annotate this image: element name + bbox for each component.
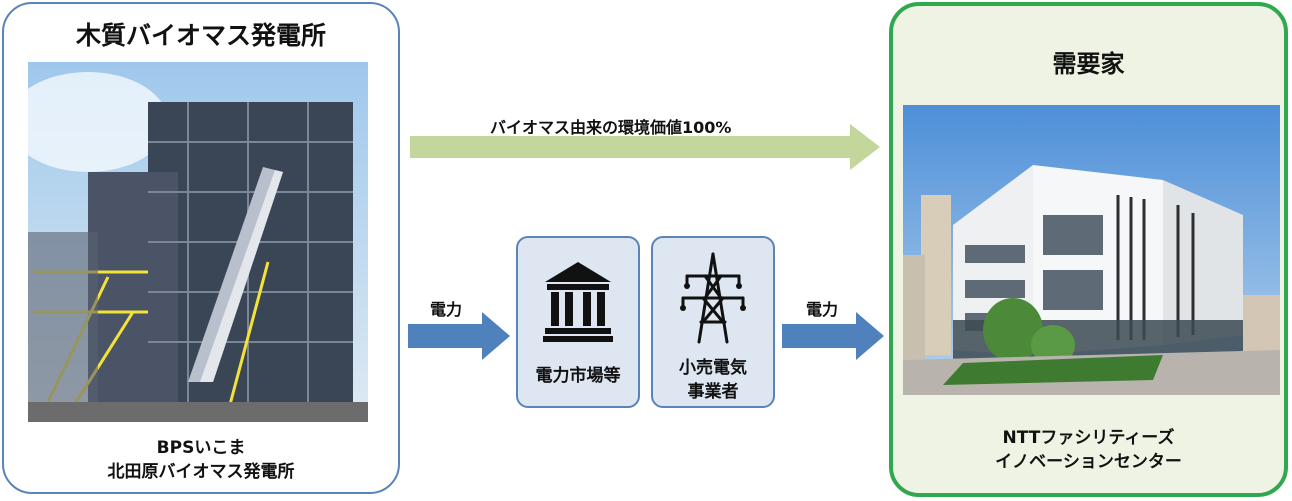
consumer-caption-line2: イノベーションセンター (995, 452, 1182, 472)
source-caption: BPSいこま 北田原バイオマス発電所 (4, 436, 398, 484)
retailer-label-line1: 小売電気 (679, 358, 747, 378)
power-tower-icon (653, 252, 773, 348)
power-label-in: 電力 (430, 300, 463, 319)
consumer-caption-line1: NTTファシリティーズ (1002, 428, 1175, 448)
power-arrow-out (782, 312, 884, 360)
power-label-out: 電力 (806, 300, 839, 319)
source-panel: 木質バイオマス発電所 (2, 2, 400, 494)
consumer-caption: NTTファシリティーズ イノベーションセンター (893, 426, 1284, 474)
market-label: 電力市場等 (535, 366, 621, 386)
source-title: 木質バイオマス発電所 (75, 21, 326, 50)
power-plant-photo (28, 62, 368, 422)
source-caption-line1: BPSいこま (156, 438, 246, 458)
consumer-panel: 需要家 (889, 2, 1288, 497)
consumer-title: 需要家 (1052, 50, 1125, 78)
source-caption-line2: 北田原バイオマス発電所 (107, 462, 295, 482)
retailer-box: 小売電気 事業者 (651, 236, 775, 408)
bank-building-icon (518, 260, 638, 346)
market-box: 電力市場等 (516, 236, 640, 408)
power-arrow-in (408, 312, 510, 360)
retailer-label-line2: 事業者 (687, 382, 739, 402)
building-photo (903, 105, 1280, 395)
env-value-arrow (410, 124, 880, 170)
retailer-label: 小売電気 事業者 (653, 356, 773, 404)
env-value-label: バイオマス由来の環境価値100% (490, 118, 732, 137)
